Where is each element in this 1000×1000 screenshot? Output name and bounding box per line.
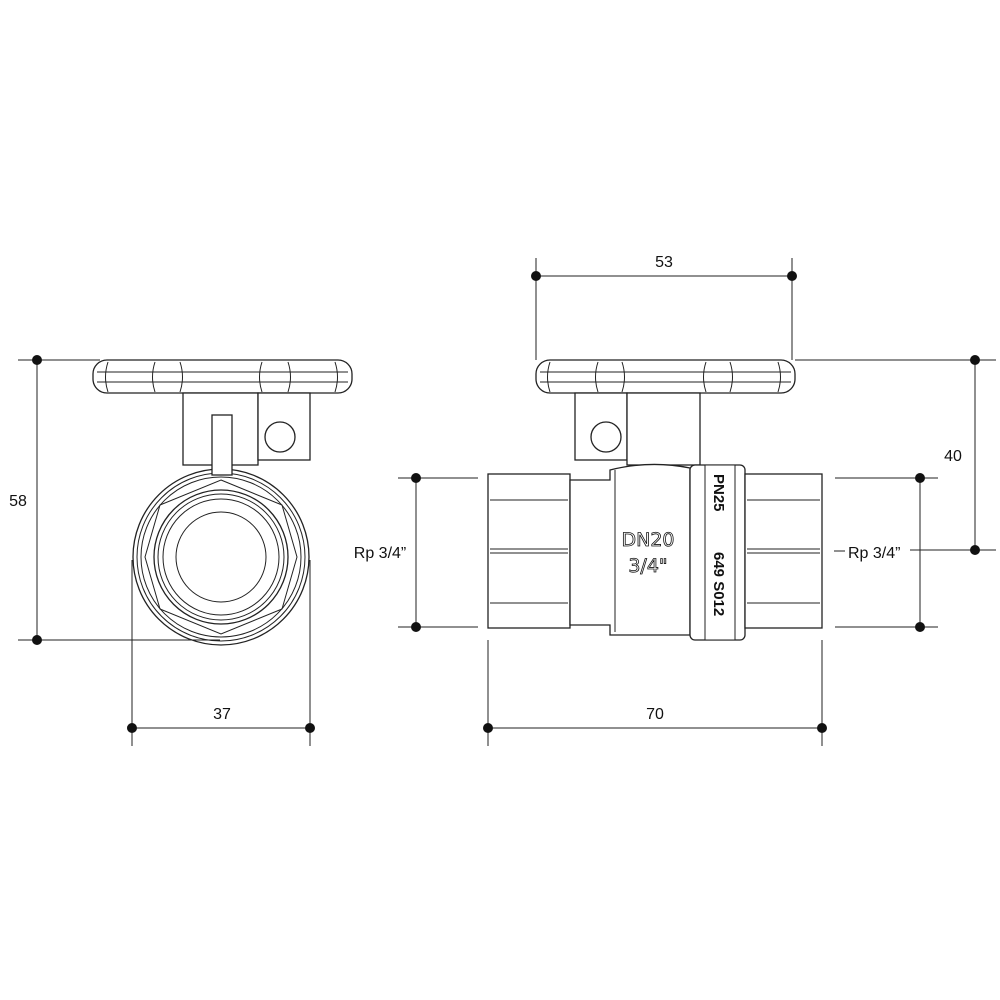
- handle-front: [92, 359, 353, 394]
- right-end-connector: [744, 473, 823, 629]
- body-marking-size: DN20: [621, 529, 674, 551]
- nut-marking-pn: PN25: [710, 474, 727, 512]
- left-end-connector: [487, 473, 571, 629]
- bore: [175, 511, 267, 603]
- dim-label-thread-right: Rp 3/4”: [848, 545, 900, 562]
- front-view: [92, 359, 353, 646]
- dim-label-53: 53: [655, 254, 673, 271]
- stop-pin-side: [590, 421, 622, 453]
- dimension-70: 70: [483, 640, 827, 746]
- dimension-thread-left: Rp 3/4”: [354, 473, 478, 632]
- dim-label-40: 40: [944, 448, 962, 465]
- dimension-53: 53: [531, 254, 797, 360]
- dimension-40: 40: [795, 355, 996, 555]
- dimension-thread-right: Rp 3/4”: [834, 473, 938, 632]
- dimension-58: 58: [9, 355, 220, 645]
- dim-label-37: 37: [213, 706, 231, 723]
- handle-side: [535, 359, 796, 394]
- stem: [211, 414, 233, 476]
- dimension-37: 37: [127, 560, 315, 746]
- dim-label-thread-left: Rp 3/4”: [354, 545, 406, 562]
- body-marking-inch: 3/4": [628, 555, 667, 577]
- stem-block-side: [626, 392, 701, 466]
- nut-marking-code: 649 S012: [710, 552, 727, 616]
- dim-label-70: 70: [646, 706, 664, 723]
- stop-pin: [264, 421, 296, 453]
- center-body: [569, 463, 691, 636]
- side-view: DN20 3/4" PN25 649 S012: [487, 359, 823, 641]
- dim-label-58: 58: [9, 493, 27, 510]
